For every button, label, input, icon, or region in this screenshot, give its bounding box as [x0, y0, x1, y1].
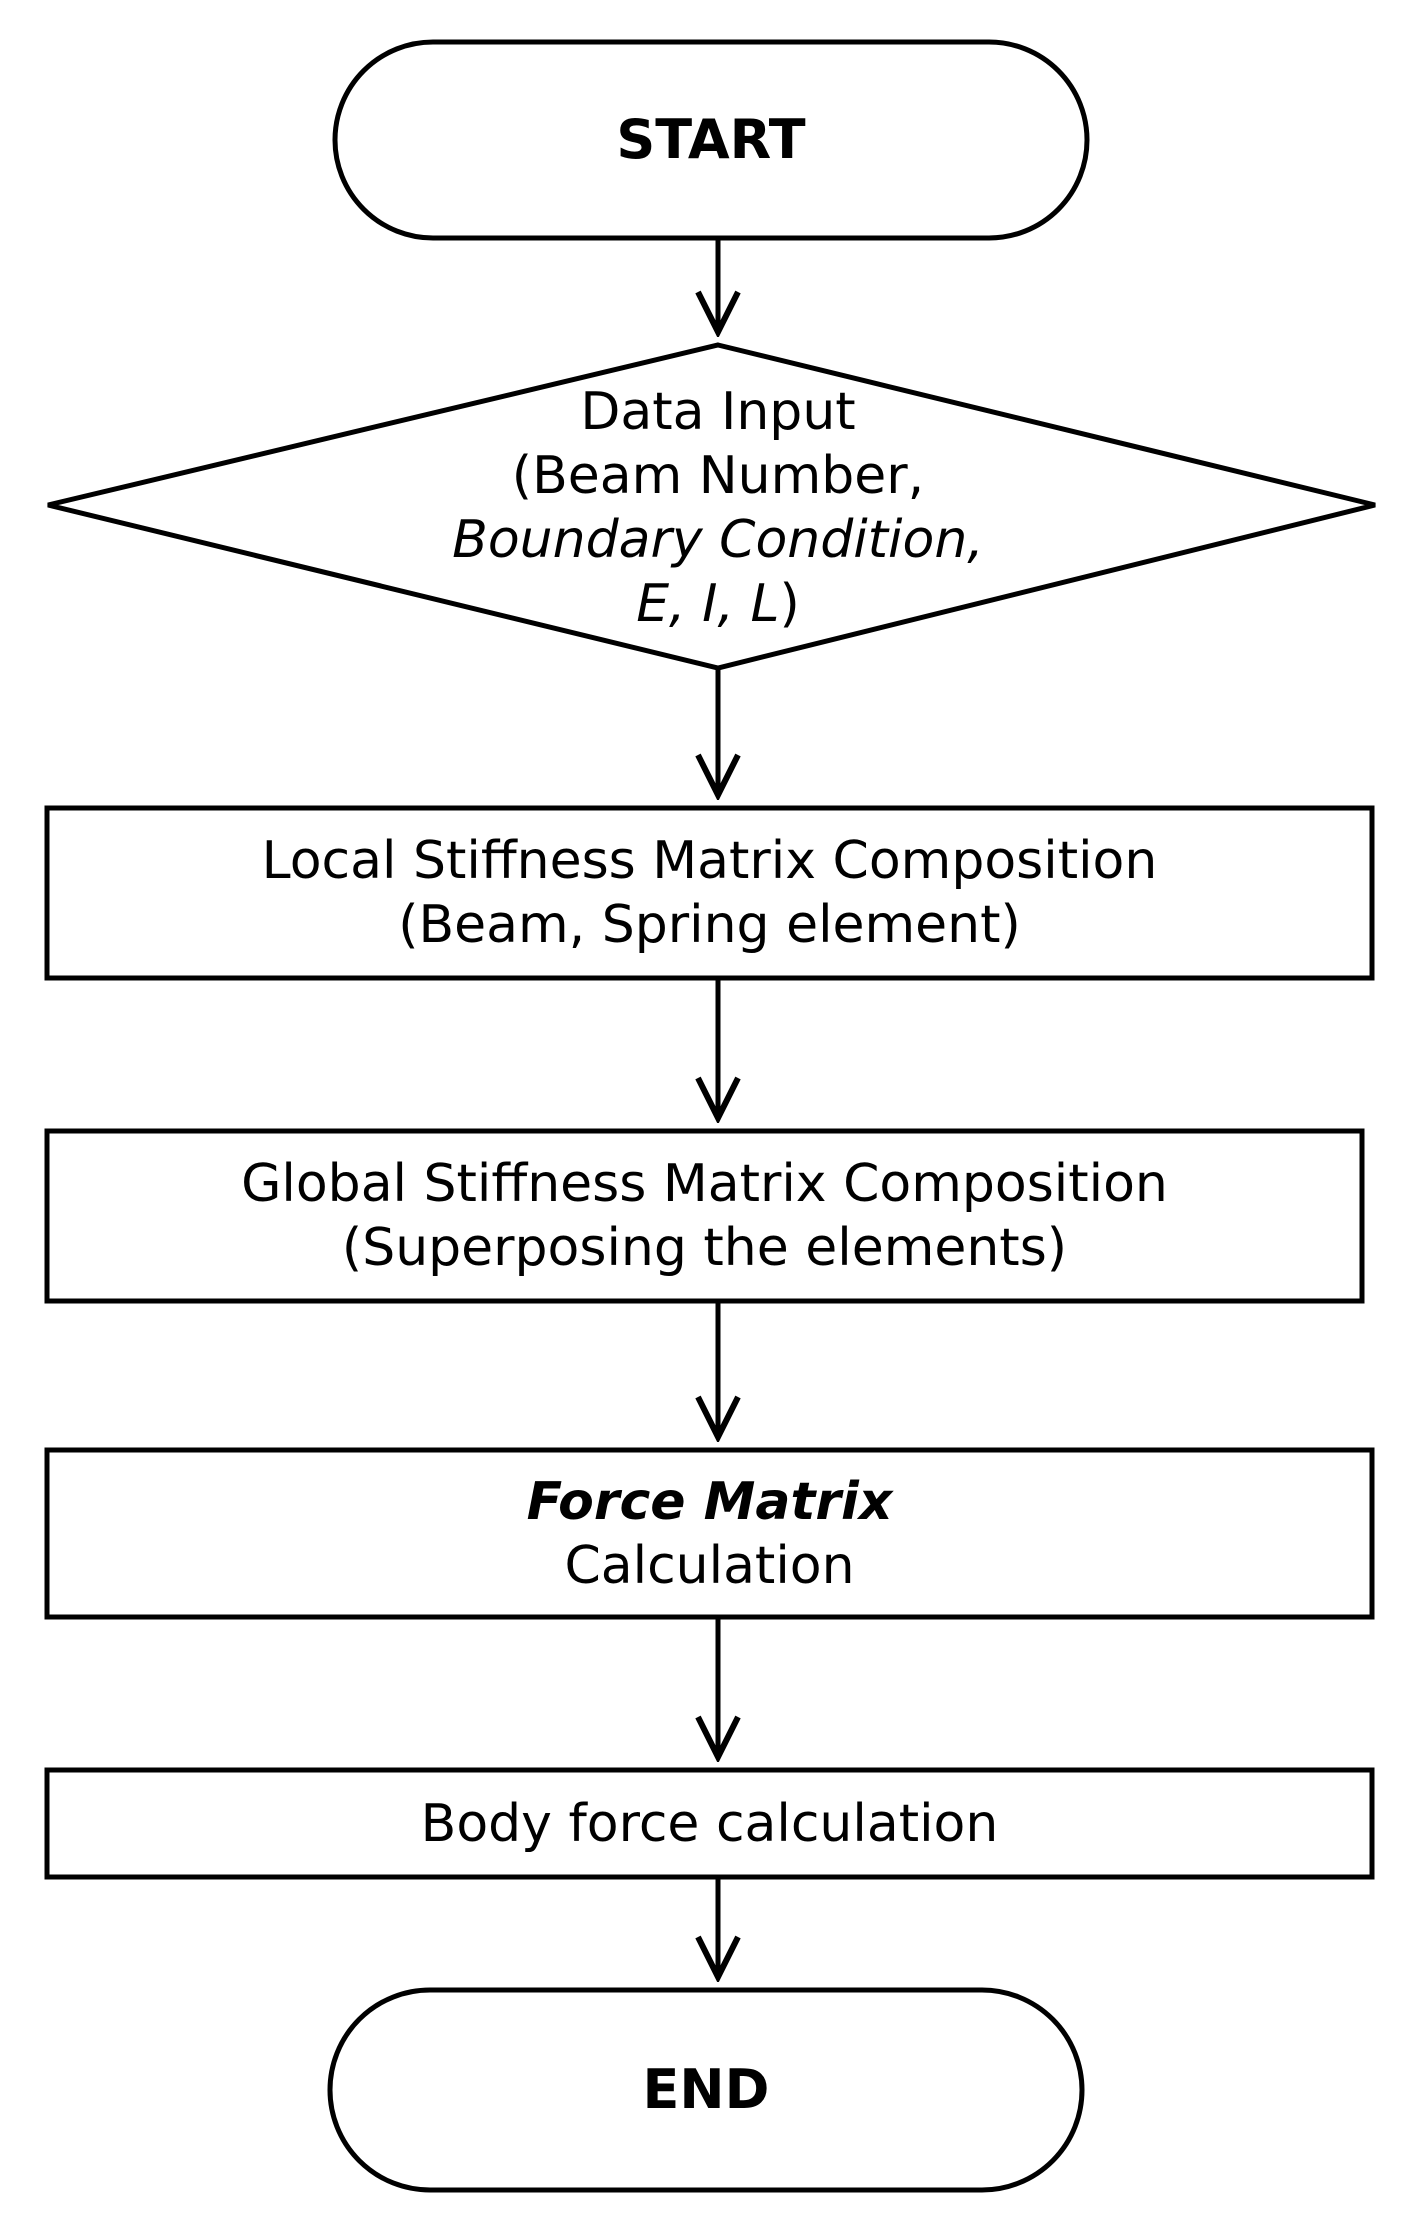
end-label-box: END [330, 1990, 1082, 2190]
local-stiffness-title: Local Stiffness Matrix Composition [261, 831, 1158, 891]
start-terminal [332, 39, 1090, 241]
local-stiffness-subtitle: (Beam, Spring element) [398, 895, 1021, 955]
data-input-variables: E, I, L [636, 574, 780, 634]
force-matrix-label-box: Force Matrix Calculation [47, 1450, 1372, 1617]
force-matrix-process [44, 1447, 1375, 1620]
end-label: END [642, 2058, 770, 2121]
body-force-label-box: Body force calculation [47, 1770, 1372, 1877]
body-force-process [44, 1767, 1375, 1880]
global-stiffness-process [44, 1128, 1365, 1304]
force-matrix-title: Force Matrix [526, 1471, 893, 1532]
global-stiffness-title: Global Stiffness Matrix Composition [241, 1154, 1168, 1214]
local-stiffness-label-box: Local Stiffness Matrix Composition (Beam… [47, 808, 1372, 978]
data-input-variables-line: E, I, L) [636, 572, 800, 636]
global-stiffness-label-box: Global Stiffness Matrix Composition (Sup… [47, 1131, 1362, 1301]
end-terminal [327, 1987, 1085, 2193]
global-stiffness-subtitle: (Superposing the elements) [341, 1218, 1068, 1278]
data-input-title: Data Input [580, 382, 856, 442]
local-stiffness-process [44, 805, 1375, 981]
data-input-decision [47, 342, 1376, 671]
start-label: START [616, 108, 806, 171]
body-force-label: Body force calculation [420, 1793, 999, 1854]
data-input-close-paren: ) [779, 574, 800, 634]
force-matrix-subtitle: Calculation [564, 1535, 855, 1596]
data-input-beam-number: (Beam Number, [511, 446, 925, 506]
start-label-box: START [335, 42, 1087, 238]
data-input-boundary-condition: Boundary Condition, [452, 510, 984, 570]
data-input-label-box: Data Input (Beam Number, Boundary Condit… [300, 375, 1136, 641]
